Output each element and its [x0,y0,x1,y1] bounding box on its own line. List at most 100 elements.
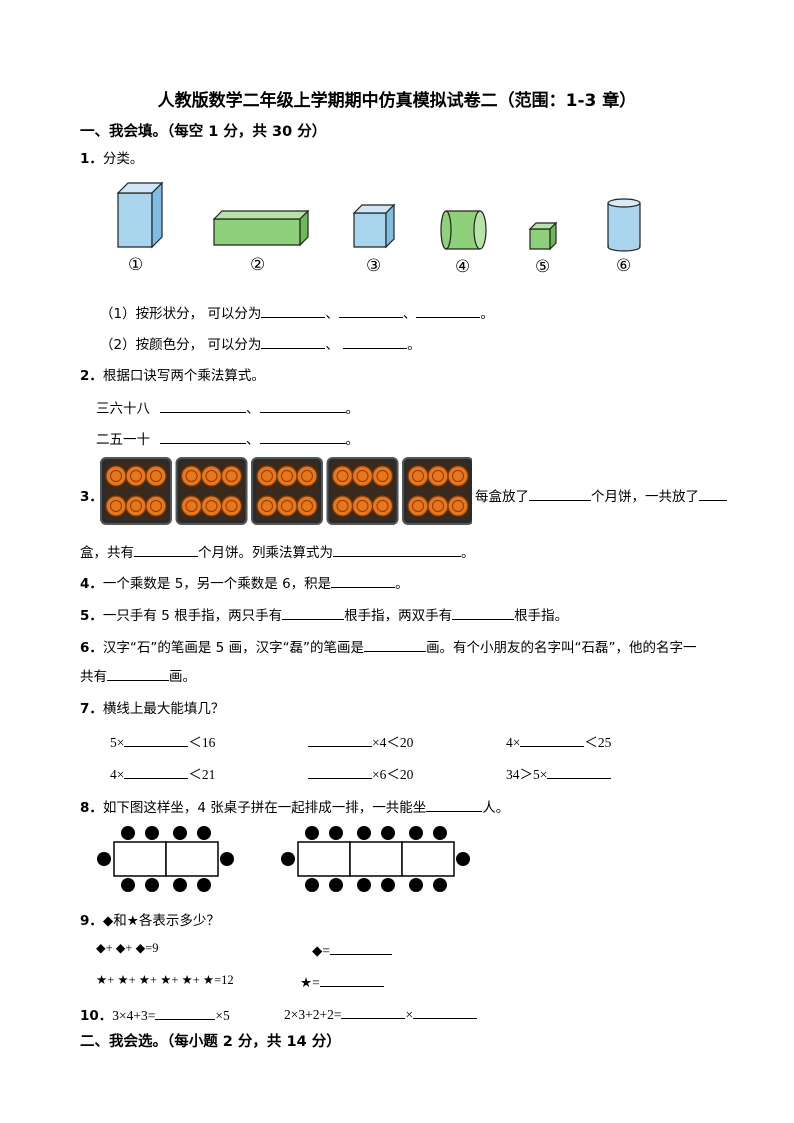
equation-star: ★+ ★+ ★+ ★+ ★+ ★=12 [96,973,234,987]
answer-blank[interactable] [426,797,483,812]
shape-label: ② [250,255,266,275]
mooncake [105,495,127,517]
answer-blank[interactable] [520,732,585,747]
question-7: 7．横线上最大能填几？ [80,701,225,717]
mooncake-box [100,457,172,525]
mooncake-box [402,457,474,525]
equation-diamond: ◆+ ◆+ ◆=9 [96,941,159,955]
expr-7-5: ×6＜20 [308,763,413,783]
expr-7-2: ×4＜20 [308,731,413,751]
answer-blank[interactable] [282,605,345,620]
mooncake [331,465,354,487]
mooncake [276,495,298,517]
mooncake-boxes-svg [100,457,474,525]
answer-blank[interactable] [261,303,326,318]
mooncake [145,465,167,487]
question-2-line-2: 二五一十、。 [96,428,359,448]
shape-6-blue-cylinder [607,198,641,252]
answer-blank[interactable] [107,666,169,681]
mooncake [407,465,429,487]
answer-blank[interactable] [259,429,346,444]
answer-blank[interactable] [699,486,727,501]
shape-label: ④ [455,257,471,277]
section-1-heading: 一、我会填。（每空 1 分，共 30 分） [80,124,327,140]
mooncake [256,465,278,487]
page-title: 人教版数学二年级上学期期中仿真模拟试卷二（范围：1-3 章） [157,91,637,111]
shape-5-green-cube [528,221,558,251]
answer-blank[interactable] [261,334,326,349]
mooncake [407,495,429,517]
mooncake-box [326,457,399,525]
answer-blank[interactable] [134,542,198,557]
shape-label: ① [128,255,144,275]
mooncake [105,465,127,487]
answer-blank[interactable] [364,637,427,652]
section-2-heading: 二、我会选。（每小题 2 分，共 14 分） [80,1034,341,1050]
question-1: 1．分类。 [80,147,143,167]
answer-blank[interactable] [413,1004,478,1019]
answer-blank[interactable] [341,1004,406,1019]
mooncake [371,465,394,487]
answer-blank[interactable] [308,732,372,747]
mooncake [296,495,318,517]
question-6: 6．汉字“石”的笔画是 5 画，汉字“磊”的笔画是画。有个小朋友的名字叫“石磊”… [80,636,697,656]
question-1-part-1: （1）按形状分， 可以分为、、。 [100,302,494,322]
mooncake [125,465,147,487]
shape-4-green-cylinder [440,210,487,250]
question-3-line-1: 每盒放了个月饼，一共放了 [475,485,727,505]
answer-blank[interactable] [160,398,246,413]
mooncake [220,465,243,487]
expr-7-4: 4×＜21 [110,763,215,783]
answer-blank[interactable] [338,303,403,318]
question-number: 1． [80,151,103,167]
answer-blank[interactable] [155,1005,216,1020]
question-5: 5．一只手有 5 根手指，两只手有根手指，两双手有根手指。 [80,604,568,624]
answer-blank[interactable] [308,764,372,779]
shape-2-green-cuboid [212,209,310,247]
answer-blank[interactable] [330,940,392,955]
question-6-line-2: 共有画。 [80,665,196,685]
question-4: 4．一个乘数是 5，另一个乘数是 6，积是。 [80,572,409,592]
answer-blank[interactable] [333,542,461,557]
mooncake [180,495,203,517]
answer-blank[interactable] [259,398,346,413]
mooncake [447,465,469,487]
answer-blank[interactable] [124,764,189,779]
mooncake [276,465,298,487]
mooncake [447,495,469,517]
answer-blank[interactable] [452,605,515,620]
mooncake [427,495,449,517]
answer-blank[interactable] [319,972,384,987]
answer-blank[interactable] [343,334,408,349]
answer-blank[interactable] [124,732,189,747]
answer-star: ★= [300,972,384,991]
mooncake [200,465,223,487]
mooncake [351,495,374,517]
shape-3-blue-cube [352,203,396,249]
question-2-line-1: 三六十八、。 [96,397,359,417]
answer-blank[interactable] [331,573,396,588]
mooncake-box [251,457,323,525]
tables-seating-figure [97,826,470,892]
answer-blank[interactable] [529,486,591,501]
question-3-number: 3． [80,489,103,505]
mooncake [427,465,449,487]
mooncake [180,465,203,487]
question-10-part-2: 2×3+2+2=× [284,1004,478,1023]
answer-diamond: ◆= [312,940,392,959]
mooncake [371,495,394,517]
mooncake [351,465,374,487]
two-tables-diagram [97,826,234,892]
expr-7-6: 34＞5× [506,763,612,783]
answer-blank[interactable] [547,764,612,779]
mooncake [296,465,318,487]
shape-1-blue-cuboid [116,181,164,249]
mooncake [331,495,354,517]
answer-blank[interactable] [416,303,481,318]
answer-blank[interactable] [160,429,246,444]
expr-7-1: 5×＜16 [110,731,215,751]
question-text: 分类。 [102,151,144,167]
question-1-part-2: （2）按颜色分， 可以分为、 。 [100,333,421,353]
shape-label: ⑤ [535,257,551,277]
mooncake-boxes-figure [100,457,474,525]
